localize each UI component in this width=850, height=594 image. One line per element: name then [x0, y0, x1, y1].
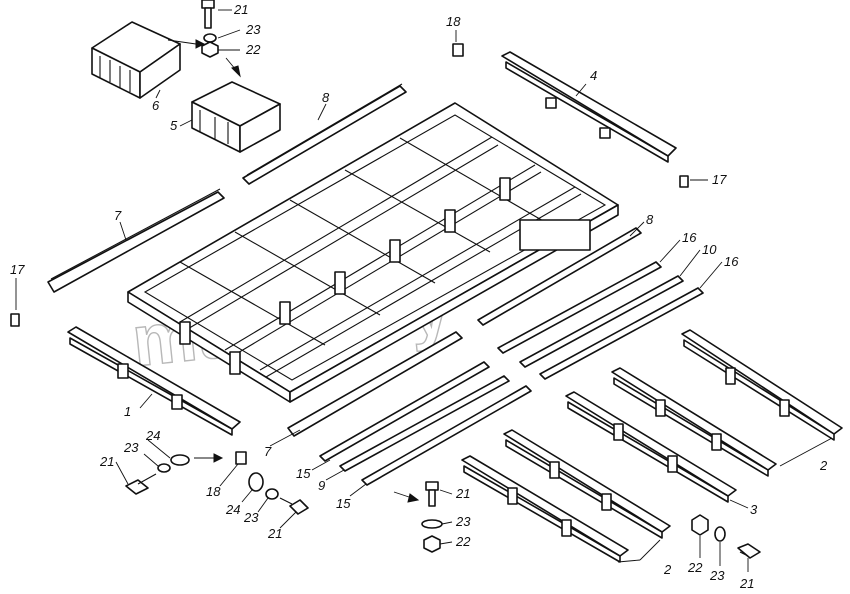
arrow-top — [167, 39, 241, 78]
label-8-top: 8 — [322, 90, 330, 105]
washer-part-23-lower — [421, 519, 443, 529]
nut-part-22-right — [691, 514, 709, 536]
nut-part-22-lower — [423, 535, 441, 553]
rail-part-15-bottom — [361, 385, 532, 486]
rail-part-10 — [519, 275, 684, 368]
label-21-right: 21 — [739, 576, 754, 591]
label-22-lower: 22 — [455, 534, 471, 549]
cross-beam-part-2-lower — [503, 429, 671, 539]
bracket-part-18-top — [452, 43, 464, 57]
beam-part-1 — [67, 326, 241, 436]
label-23-left: 23 — [123, 440, 139, 455]
rail-part-8-right — [477, 227, 642, 326]
washer-part-23-right — [714, 526, 726, 542]
label-9: 9 — [318, 478, 325, 493]
box-part-5 — [191, 81, 281, 153]
box-part-6 — [91, 21, 181, 99]
bolt-part-21-center — [279, 497, 309, 515]
rail-part-15-top — [319, 361, 490, 462]
part-labels: 21 23 22 18 4 8 6 5 17 7 8 16 10 16 17 1… — [10, 2, 828, 591]
label-16-b: 16 — [724, 254, 739, 269]
washer-part-23-center — [265, 488, 279, 500]
platform-frame — [127, 102, 619, 403]
arrow-left — [194, 453, 224, 463]
bracket-part-17-left — [10, 313, 20, 327]
rail-part-7-bottom — [287, 331, 463, 437]
rail-part-16-b — [539, 287, 704, 380]
bracket-part-17-right — [679, 175, 689, 188]
nut-part-22-top — [201, 41, 219, 58]
label-24-center: 24 — [225, 502, 240, 517]
label-5: 5 — [170, 118, 178, 133]
washer-part-23-left — [157, 463, 171, 473]
callout-leaders — [15, 9, 833, 572]
label-18-top: 18 — [446, 14, 461, 29]
rail-part-16-a — [497, 261, 662, 354]
label-23-right: 23 — [709, 568, 725, 583]
label-23-center: 23 — [243, 510, 259, 525]
beam-part-4 — [501, 51, 677, 163]
label-16-a: 16 — [682, 230, 697, 245]
label-21-center: 21 — [267, 526, 282, 541]
rail-part-8-top — [242, 83, 407, 185]
label-22-right: 22 — [687, 560, 703, 575]
washer-part-24-left — [170, 454, 190, 466]
label-15-bottom: 15 — [336, 496, 351, 511]
label-22-top: 22 — [245, 42, 261, 57]
rail-part-9 — [339, 375, 510, 472]
bolt-part-21-right — [737, 543, 761, 559]
washer-part-23-top — [203, 33, 217, 43]
label-4: 4 — [590, 68, 597, 83]
cross-beam-part-2-right — [681, 329, 843, 441]
label-7-left: 7 — [114, 208, 122, 223]
rail-part-7-left — [47, 188, 225, 293]
bolt-part-21-lower — [425, 481, 439, 507]
label-3: 3 — [750, 502, 758, 517]
label-7-bottom: 7 — [264, 444, 272, 459]
label-17-left: 17 — [10, 262, 25, 277]
washer-part-24-center — [248, 472, 264, 492]
label-8-right: 8 — [646, 212, 654, 227]
label-23-top: 23 — [245, 22, 261, 37]
label-21-left: 21 — [99, 454, 114, 469]
label-1: 1 — [124, 404, 131, 419]
label-2-right: 2 — [819, 458, 828, 473]
label-10: 10 — [702, 242, 717, 257]
label-23-lower: 23 — [455, 514, 471, 529]
cross-beam-part-2-mid — [611, 367, 777, 477]
label-21-top: 21 — [233, 2, 248, 17]
label-6: 6 — [152, 98, 160, 113]
bracket-part-18-bottom — [235, 451, 247, 465]
arrow-lower — [393, 491, 420, 503]
cross-beam-part-3 — [565, 391, 737, 503]
bolt-part-21-left — [125, 473, 157, 495]
bolt-part-21-top — [201, 0, 215, 29]
label-24-left: 24 — [145, 428, 160, 443]
label-15-top: 15 — [296, 466, 311, 481]
label-18-bottom: 18 — [206, 484, 221, 499]
label-21-lower: 21 — [455, 486, 470, 501]
label-2-bottom: 2 — [663, 562, 672, 577]
label-17-right: 17 — [712, 172, 727, 187]
